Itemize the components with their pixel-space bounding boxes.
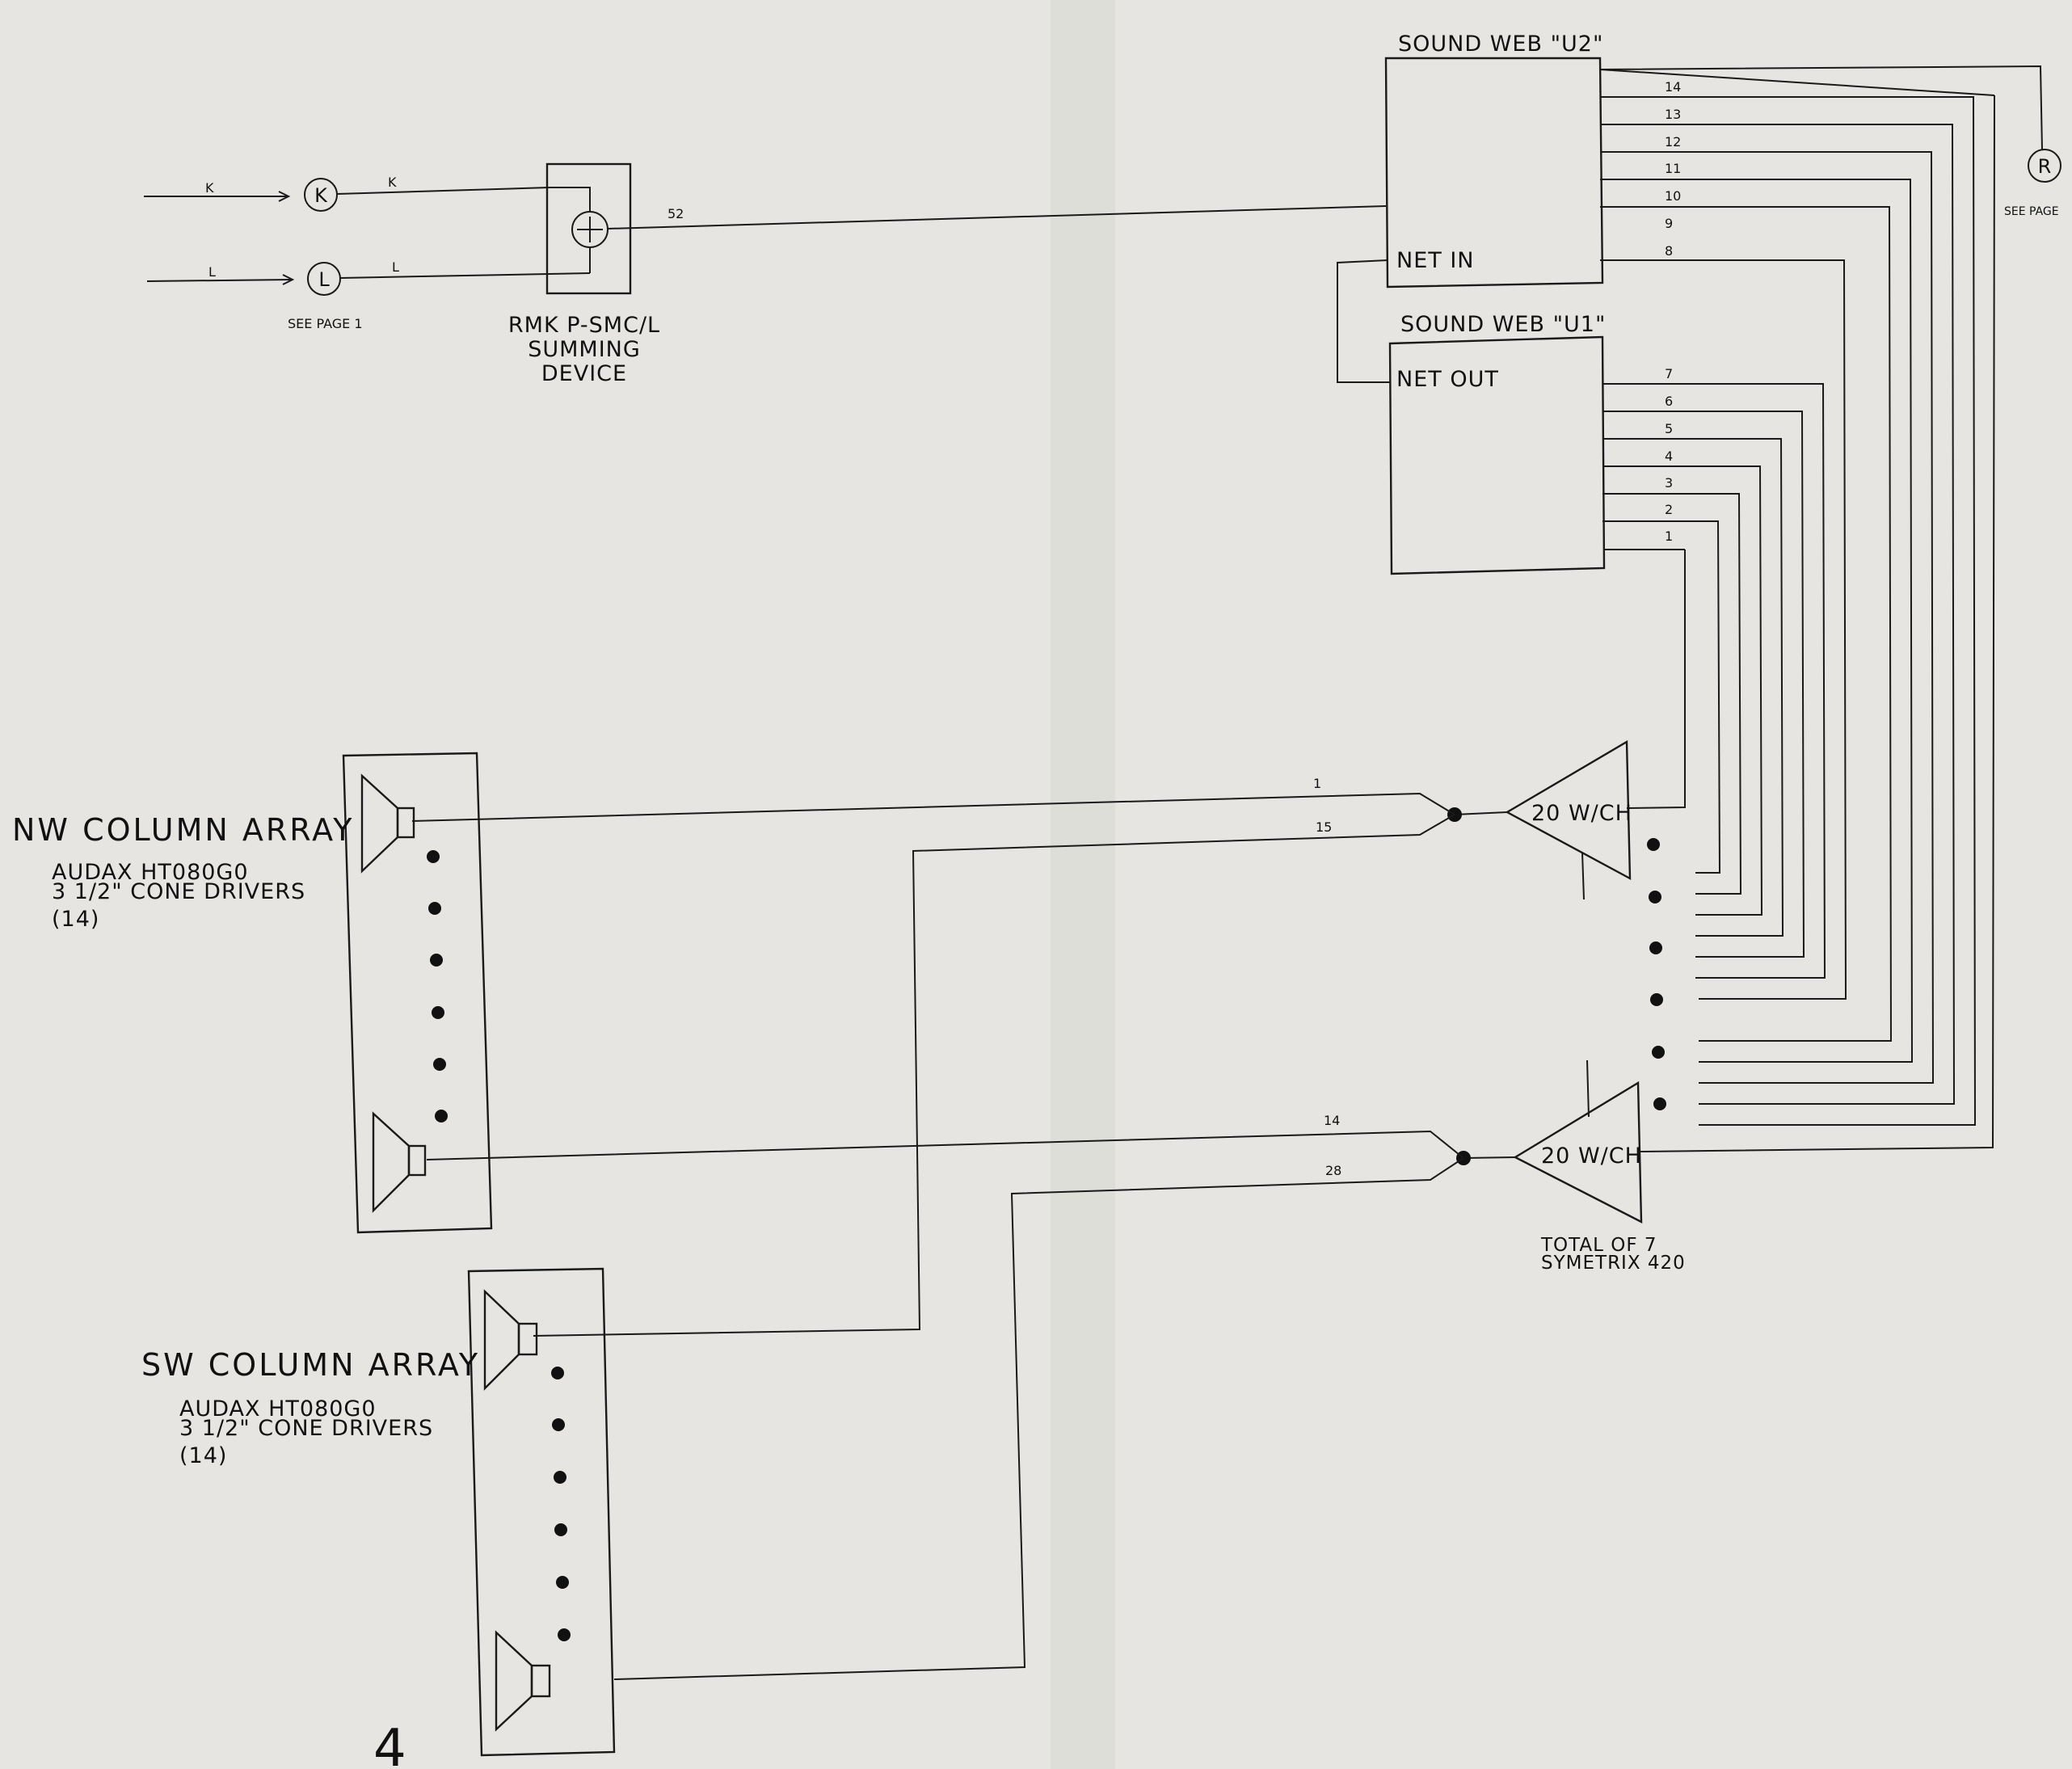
u1-out-3-label: 3 <box>1665 475 1673 491</box>
input-l-wire-label: L <box>392 259 399 275</box>
summing-device: 52 RMK P-SMC/L SUMMING DEVICE <box>508 162 1387 386</box>
bus-u2-line-4 <box>1600 206 1893 1042</box>
sw-array-desc-line-1: AUDAX HT080G0 <box>179 1396 377 1422</box>
sw-array-title: SW COLUMN ARRAY <box>141 1347 480 1383</box>
u2-out-8-label: 8 <box>1665 243 1673 259</box>
offpage-r-circle <box>2028 149 2061 183</box>
output-bus-lines <box>1599 65 2043 1126</box>
input-l-group: L L L <box>146 259 591 296</box>
amplifier-note-line-1: TOTAL OF 7 <box>1540 1235 1657 1256</box>
u1-output-labels: 7 6 5 4 3 2 1 <box>1665 366 1673 544</box>
u2-out-13-label: 13 <box>1665 107 1681 122</box>
input-k-node-label: K <box>314 184 328 207</box>
amplifier-bottom-label: 20 W/CH <box>1541 1144 1642 1169</box>
sound-web-u2-net-in: NET IN <box>1396 248 1475 273</box>
bus-u2-line-5 <box>1600 259 1847 1000</box>
amplifier-stack-dots <box>1647 838 1666 1110</box>
sw-array-desc-line-3: (14) <box>179 1443 227 1468</box>
nw-array-desc-line-2: 3 1/2" CONE DRIVERS <box>52 879 305 904</box>
u1-out-4-label: 4 <box>1665 449 1673 464</box>
bus-u2-line-2 <box>1600 151 1935 1084</box>
bus-u2-line-1 <box>1600 124 1956 1105</box>
amplifier-top-label: 20 W/CH <box>1531 801 1632 826</box>
bus-u1-line-1 <box>1602 411 1805 958</box>
sound-web-u2-title: SOUND WEB "U2" <box>1398 32 1603 57</box>
u1-out-5-label: 5 <box>1665 421 1673 436</box>
input-k-group: K K K <box>144 175 550 212</box>
bus-u2-line-0 <box>1600 96 1977 1126</box>
sound-web-u1-net-out: NET OUT <box>1396 367 1499 392</box>
bus-u1-line-0 <box>1602 383 1826 979</box>
u1-out-1-label: 1 <box>1665 529 1673 544</box>
bus-u1-line-2 <box>1602 438 1784 937</box>
sw-bottom-speaker-icon <box>495 1630 551 1732</box>
nw-column-array <box>342 752 493 1234</box>
summing-label-line-1: RMK P-SMC/L <box>508 313 660 338</box>
input-l-arrow-label: L <box>208 264 216 280</box>
paper-fold <box>1051 0 1115 1769</box>
input-k-node-circle <box>304 178 338 212</box>
nw-array-desc-line-1: AUDAX HT080G0 <box>52 860 249 885</box>
nw-bottom-speaker-icon <box>372 1111 427 1213</box>
offpage-r-label: R <box>2038 155 2052 178</box>
offpage-connector-r: R SEE PAGE <box>2004 149 2061 218</box>
speaker-wiring <box>411 792 1516 1680</box>
summing-output-wire-label: 52 <box>668 206 684 221</box>
sound-web-u1: SOUND WEB "U1" NET OUT <box>1388 312 1606 575</box>
u2-out-9-label: 9 <box>1665 216 1673 231</box>
input-k-arrow-label: K <box>205 180 214 196</box>
nw-top-speaker-icon <box>360 773 415 874</box>
input-k-wire-label: K <box>388 175 397 190</box>
u2-out-14-label: 14 <box>1665 79 1681 95</box>
u2-output-labels: 14 13 12 11 10 9 8 <box>1665 79 1681 259</box>
sw-array-desc-line-2: 3 1/2" CONE DRIVERS <box>179 1416 433 1441</box>
summing-label-line-3: DEVICE <box>541 361 627 386</box>
wire-14-label: 14 <box>1324 1113 1340 1128</box>
u1-out-7-label: 7 <box>1665 366 1673 381</box>
input-l-node-label: L <box>318 268 330 291</box>
u2-out-11-label: 11 <box>1665 161 1681 176</box>
summing-label-line-2: SUMMING <box>528 337 641 362</box>
bus-u2-line-3 <box>1600 179 1914 1063</box>
amplifier-note-line-2: SYMETRIX 420 <box>1541 1253 1686 1274</box>
amplifier-top: 20 W/CH <box>1505 550 1686 900</box>
bus-u2-14-to-r <box>1599 65 2043 150</box>
wire-28-label: 28 <box>1325 1163 1341 1178</box>
u2-out-10-label: 10 <box>1665 188 1681 204</box>
see-page-1-note: SEE PAGE 1 <box>288 316 363 331</box>
sw-column-array <box>467 1267 616 1757</box>
u1-out-6-label: 6 <box>1665 394 1673 409</box>
input-l-node-circle <box>307 262 341 296</box>
bus-u1-line-3 <box>1602 465 1763 916</box>
wire-15-label: 15 <box>1316 819 1332 835</box>
sw-top-speaker-icon <box>483 1289 538 1391</box>
bus-u1-line-5 <box>1602 520 1721 874</box>
bus-u2-14-trunk <box>1599 69 1995 96</box>
offpage-see-page: SEE PAGE <box>2004 205 2059 218</box>
u2-out-12-label: 12 <box>1665 134 1681 150</box>
page-number: 4 <box>373 1719 406 1769</box>
wire-1-label: 1 <box>1313 776 1321 791</box>
nw-array-desc-line-3: (14) <box>52 907 99 932</box>
nw-array-title: NW COLUMN ARRAY <box>12 812 354 848</box>
sound-web-u2: SOUND WEB "U2" NET IN <box>1337 32 1604 383</box>
amplifier-bottom: 20 W/CH <box>1513 95 1995 1224</box>
u1-out-2-label: 2 <box>1665 502 1673 517</box>
sound-web-u1-title: SOUND WEB "U1" <box>1400 312 1606 337</box>
bus-u1-line-4 <box>1602 493 1742 895</box>
